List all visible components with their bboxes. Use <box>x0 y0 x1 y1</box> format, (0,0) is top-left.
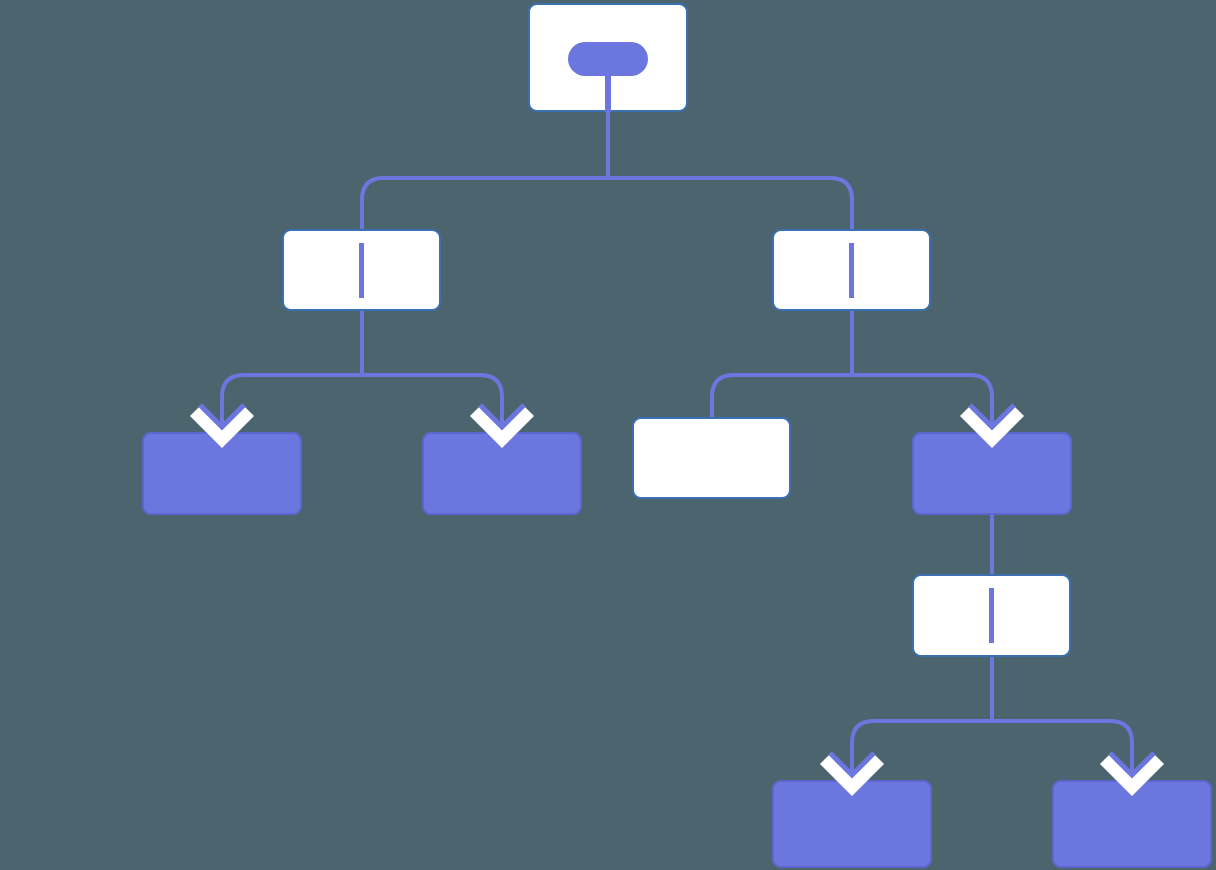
edge-e-l2right-l3c <box>710 373 852 417</box>
inner-connector-line-l4 <box>989 588 994 643</box>
node-l5-a[interactable] <box>772 780 932 868</box>
inner-connector-line-l2-left <box>359 243 364 298</box>
edge-e-root-l2left <box>360 176 608 229</box>
node-label-l3-b <box>424 434 580 513</box>
edge-e-l2left-l3b <box>362 373 504 432</box>
edge-e-l4-l5a <box>850 719 992 780</box>
node-l5-b[interactable] <box>1052 780 1212 868</box>
node-l3-b[interactable] <box>422 432 582 515</box>
edge-e-l4-l5b <box>992 719 1134 780</box>
node-label-l5-b <box>1054 782 1210 866</box>
node-l3-a[interactable] <box>142 432 302 515</box>
root-stem-connector <box>605 68 611 112</box>
edge-e-l2right-l3d <box>852 373 994 432</box>
node-label-l3-a <box>144 434 300 513</box>
node-label-l3-c <box>634 419 789 497</box>
node-l3-d[interactable] <box>912 432 1072 515</box>
node-label-l3-d <box>914 434 1070 513</box>
node-l3-c[interactable] <box>632 417 791 499</box>
node-label-l5-a <box>774 782 930 866</box>
inner-connector-line-l2-right <box>849 243 854 298</box>
edge-e-l2left-l3a <box>220 373 362 432</box>
edge-e-root-l2right <box>608 176 854 229</box>
